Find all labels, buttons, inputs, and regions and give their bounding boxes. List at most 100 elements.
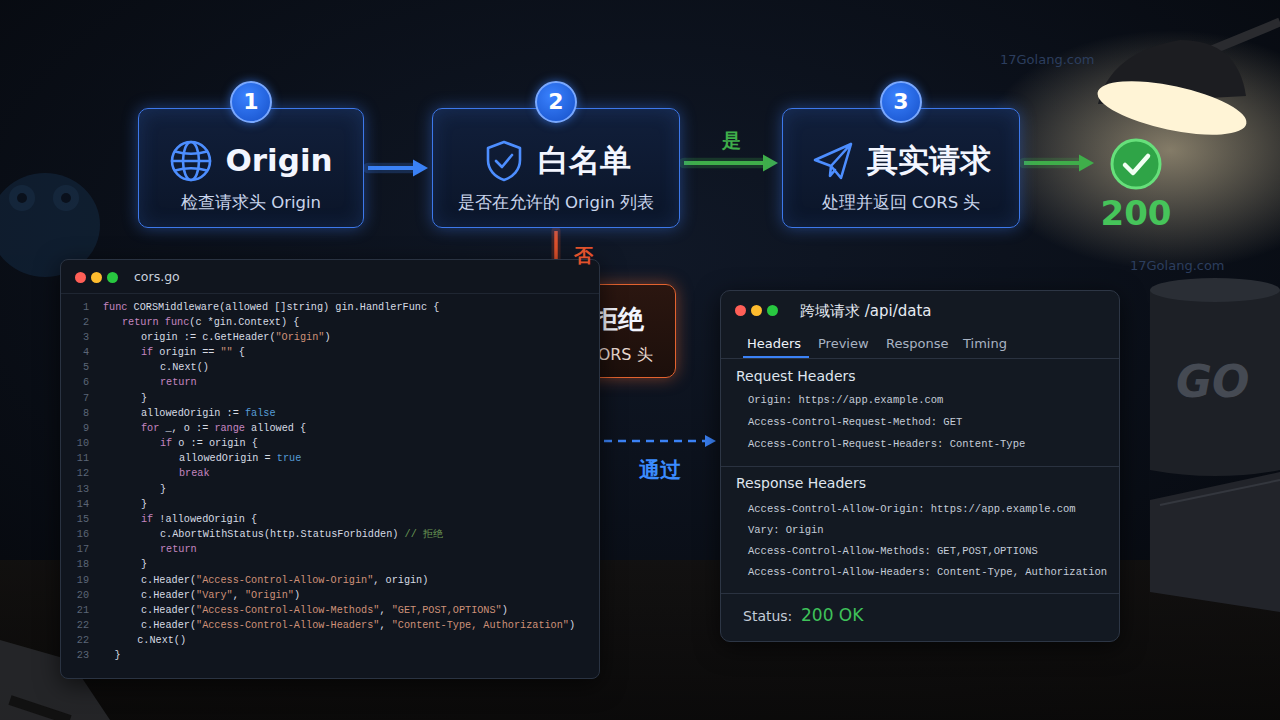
heading-row: 真实请求 [811,137,991,185]
line-number: 12 [61,466,89,481]
line-number: 20 [61,588,89,603]
line-number: 3 [61,330,89,345]
callout-number: 1 [243,91,258,113]
devtools-panel: 跨域请求 /api/dataHeadersPreviewResponseTimi… [720,290,1120,642]
flow-arrow [684,155,778,172]
watermark: 17Golang.com [1130,258,1225,273]
heading-row: Origin [169,137,332,185]
line-number: 13 [61,482,89,497]
line-number: 2 [61,315,89,330]
code-line: } [160,482,166,497]
code-token: return [160,544,197,555]
code-line: break [179,466,210,481]
divider [721,358,1119,359]
box-heading: 白名单 [538,142,631,179]
code-line: return [160,375,197,390]
code-token: if [141,514,153,525]
header-line: Access-Control-Allow-Headers: Content-Ty… [748,565,1107,580]
code-line: func CORSMiddleware(allowed []string) gi… [103,300,439,315]
line-number: 10 [61,436,89,451]
window-dot [75,272,86,283]
code-token: "Access-Control-Allow-Methods" [196,605,379,616]
code-line: } [141,391,147,406]
code-line: c.Next() [137,633,186,648]
file-name: cors.go [134,269,180,284]
step-number: 1 [230,81,272,123]
heading-row: 白名单 [482,137,631,185]
watermark: 17Golang.com [1000,52,1095,67]
header-rule [61,293,599,294]
callout-number: 2 [548,91,563,113]
callout-number: 3 [893,91,908,113]
box-heading: 真实请求 [867,142,991,179]
panel-text: Request Headers [736,368,856,384]
line-number: 17 [61,542,89,557]
result-node: 200 [1098,137,1174,237]
code-line: origin := c.GetHeader("Origin") [141,330,331,345]
line-number: 8 [61,406,89,421]
window-dot [767,305,778,316]
line-number: 9 [61,421,89,436]
box-subtitle: 是否在允许的 Origin 列表 [458,193,654,214]
header-line: Access-Control-Request-Headers: Content-… [748,437,1025,452]
line-number: 22 [61,633,89,648]
code-line: if !allowedOrigin { [141,512,257,527]
code-token: break [179,468,210,479]
line-number: 18 [61,557,89,572]
line-number: 11 [61,451,89,466]
code-token: return [160,377,197,388]
process-box: 真实请求处理并返回 CORS 头3 [782,108,1020,228]
code-token: if [141,347,153,358]
code-token: "Content-Type, Authorization" [392,620,569,631]
code-line: c.Header("Access-Control-Allow-Methods",… [141,603,508,618]
code-token: "Access-Control-Allow-Headers" [196,620,379,631]
line-number: 5 [61,360,89,375]
tab-label: Preview [818,336,869,351]
box-subtitle: 处理并返回 CORS 头 [822,193,981,214]
code-token: return [122,317,159,328]
flow-arrow [604,435,716,447]
panel-text: 200 OK [801,605,863,625]
code-token: "Access-Control-Allow-Origin" [196,575,373,586]
code-token: false [245,408,276,419]
code-token: func [165,317,189,328]
flow-arrow [1024,155,1094,172]
edge-label: 否 [574,243,593,269]
line-number: 4 [61,345,89,360]
code-line: } [141,557,147,572]
code-token: "GET,POST,OPTIONS" [392,605,502,616]
code-line: allowedOrigin = true [179,451,301,466]
step-number: 3 [880,81,922,123]
status-code: 200 [1101,196,1172,230]
code-token: // 拒绝 [405,529,443,540]
line-number: 23 [61,648,89,663]
shield-icon [482,139,526,183]
code-line: c.AbortWithStatus(http.StatusForbidden) … [160,527,443,542]
code-token: if [160,438,172,449]
line-number: 19 [61,573,89,588]
line-number: 16 [61,527,89,542]
code-line: c.Header("Vary", "Origin") [141,588,300,603]
code-line: allowedOrigin := false [141,406,276,421]
panel-text: Response Headers [736,475,866,491]
code-line: c.Header("Access-Control-Allow-Origin", … [141,573,428,588]
edge-label: 通过 [639,456,681,484]
tab-underline [743,356,809,358]
header-line: Access-Control-Allow-Origin: https://app… [748,502,1076,517]
plane-icon [811,139,855,183]
window-dot [107,272,118,283]
mug-logo: GO [1176,356,1250,407]
line-number: 14 [61,497,89,512]
step-number: 2 [535,81,577,123]
header-line: Access-Control-Request-Method: GET [748,415,962,430]
divider [721,593,1119,594]
code-line: return func(c *gin.Context) { [122,315,299,330]
check-icon [1109,137,1163,191]
tab-label: Headers [747,336,801,351]
window-dot [735,305,746,316]
code-token: func [103,302,127,313]
panel-text: 跨域请求 /api/data [800,302,932,321]
process-box: 白名单是否在允许的 Origin 列表2 [432,108,680,228]
line-number: 21 [61,603,89,618]
